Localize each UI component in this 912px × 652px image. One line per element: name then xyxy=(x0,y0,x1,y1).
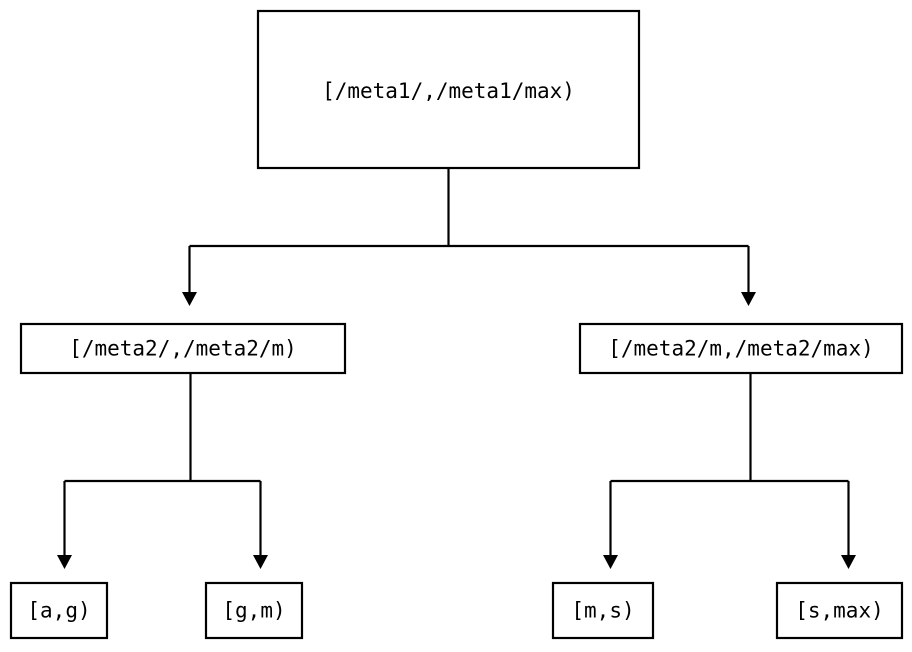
node-mid-right[interactable]: [/meta2/m,/meta2/max) xyxy=(578,322,904,375)
node-leaf-a-g[interactable]: [a,g) xyxy=(9,581,109,640)
node-leaf-m-s[interactable]: [m,s) xyxy=(551,581,655,640)
node-root-box[interactable] xyxy=(256,9,641,170)
node-leaf-g-m-label: [g,m) xyxy=(222,599,285,623)
node-mid-left-label: [/meta2/,/meta2/m) xyxy=(69,337,297,361)
node-leaf-s-max-label: [s,max) xyxy=(795,599,884,623)
node-root-label: [/meta1/,/meta1/max) xyxy=(322,79,575,103)
edge-group-root xyxy=(182,168,756,306)
arrow-icon-mid-right-to-leaf-s-max xyxy=(841,555,856,569)
arrow-icon-mid-left-to-leaf-g-m xyxy=(253,555,268,569)
node-leaf-a-g-label: [a,g) xyxy=(27,599,90,623)
arrow-icon-root-to-mid-left xyxy=(182,292,197,306)
edge-group-mid-right xyxy=(603,373,856,569)
arrow-icon-root-to-mid-right xyxy=(741,292,756,306)
node-root[interactable]: [/meta1/,/meta1/max) xyxy=(256,9,641,170)
node-leaf-a-g-box[interactable] xyxy=(9,581,109,640)
node-leaf-g-m[interactable]: [g,m) xyxy=(204,581,304,640)
node-leaf-m-s-label: [m,s) xyxy=(571,599,634,623)
arrow-icon-mid-left-to-leaf-a-g xyxy=(57,555,72,569)
arrow-icon-mid-right-to-leaf-m-s xyxy=(603,555,618,569)
node-leaf-g-m-box[interactable] xyxy=(204,581,304,640)
node-leaf-m-s-box[interactable] xyxy=(551,581,655,640)
node-leaf-s-max-box[interactable] xyxy=(775,581,904,640)
edge-group-mid-left xyxy=(57,373,268,569)
node-mid-right-label: [/meta2/m,/meta2/max) xyxy=(608,337,874,361)
node-mid-right-box[interactable] xyxy=(578,322,904,375)
node-mid-left-box[interactable] xyxy=(19,322,347,375)
node-mid-left[interactable]: [/meta2/,/meta2/m) xyxy=(19,322,347,375)
node-leaf-s-max[interactable]: [s,max) xyxy=(775,581,904,640)
